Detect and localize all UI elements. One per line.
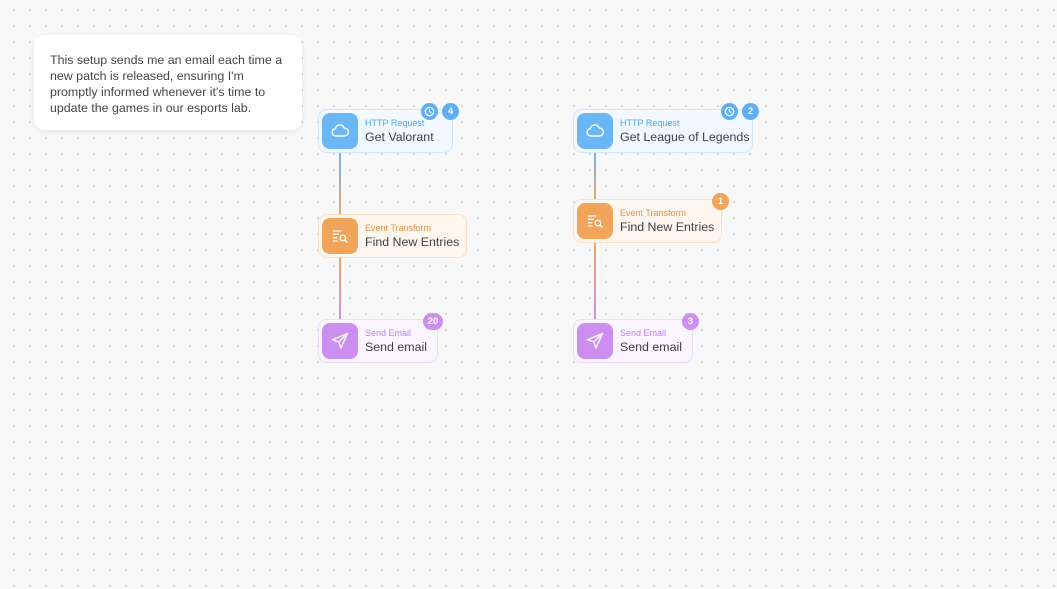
- sticky-note[interactable]: This setup sends me an email each time a…: [34, 35, 302, 130]
- list-search-icon: [322, 218, 358, 254]
- node-find-new-entries[interactable]: Event Transform Find New Entries: [318, 214, 467, 258]
- note-line: promptly informed whenever it's time to: [50, 85, 266, 99]
- note-line: This setup sends me an email each time a: [50, 53, 283, 67]
- note-line: new patch is released, ensuring I'm: [50, 69, 244, 83]
- edge-transform-to-email[interactable]: [594, 242, 596, 321]
- list-search-icon: [577, 203, 613, 239]
- node-title: Send email: [620, 339, 682, 354]
- edge-transform-to-email[interactable]: [339, 257, 341, 321]
- node-title: Find New Entries: [365, 234, 460, 249]
- node-type-label: HTTP Request: [365, 117, 425, 128]
- node-type-label: HTTP Request: [620, 117, 680, 128]
- cloud-icon: [322, 113, 358, 149]
- node-title: Send email: [365, 339, 427, 354]
- event-count-badge[interactable]: 3: [682, 313, 699, 330]
- event-count-badge[interactable]: 2: [742, 103, 759, 120]
- node-type-label: Event Transform: [620, 207, 687, 218]
- node-find-new-entries[interactable]: Event Transform Find New Entries: [573, 199, 722, 243]
- paper-plane-icon: [577, 323, 613, 359]
- node-send-email[interactable]: Send Email Send email: [573, 319, 693, 363]
- node-title: Get Valorant: [365, 129, 434, 144]
- clock-icon[interactable]: [721, 103, 738, 120]
- clock-icon[interactable]: [421, 103, 438, 120]
- node-type-label: Event Transform: [365, 222, 432, 233]
- node-title: Find New Entries: [620, 219, 715, 234]
- edge-http-to-transform[interactable]: [339, 152, 341, 216]
- edge-http-to-transform[interactable]: [594, 152, 596, 201]
- event-count-badge[interactable]: 20: [423, 313, 443, 330]
- node-title: Get League of Legends: [620, 129, 750, 144]
- event-count-badge[interactable]: 4: [442, 103, 459, 120]
- cloud-icon: [577, 113, 613, 149]
- node-send-email[interactable]: Send Email Send email: [318, 319, 438, 363]
- node-type-label: Send Email: [365, 327, 412, 338]
- node-get-league-of-legends[interactable]: HTTP Request Get League of Legends: [573, 109, 753, 153]
- note-line: update the games in our esports lab.: [50, 101, 252, 115]
- paper-plane-icon: [322, 323, 358, 359]
- node-type-label: Send Email: [620, 327, 667, 338]
- event-count-badge[interactable]: 1: [712, 193, 729, 210]
